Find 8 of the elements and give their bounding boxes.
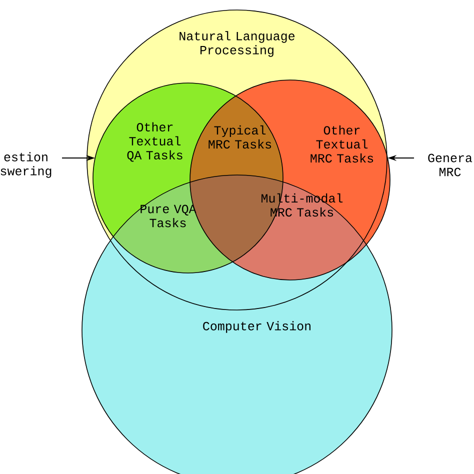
circle-label: Natural Language Processing	[180, 31, 294, 57]
side-label: Genera MRC	[428, 154, 472, 176]
region-label: Typical MRC Tasks	[208, 125, 272, 149]
circle	[86, 10, 388, 310]
side-label: estion swering	[0, 152, 52, 178]
circle-label: Other Textual MRC Tasks	[310, 125, 374, 163]
circle-label: Other Textual QA Tasks	[127, 122, 182, 162]
circle-label: Computer Vision	[203, 321, 310, 333]
